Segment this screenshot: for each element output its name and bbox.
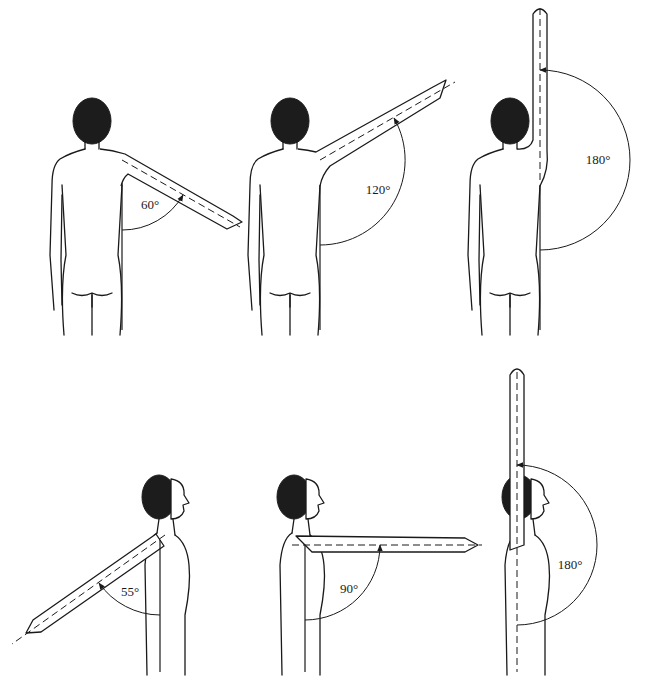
figure-flexion-180 [502,369,597,675]
angle-label: 60° [140,198,160,212]
angle-label: 120° [365,183,392,197]
arm-axis [292,545,482,546]
back-view-body [50,98,122,335]
reference-line [304,545,305,672]
back-view-body [468,98,540,335]
side-view-body [142,475,190,675]
angle-arc [122,195,183,230]
angle-arc [517,465,597,625]
arm-axis [122,160,240,227]
figure-abduction-120 [248,80,455,335]
angle-arc [99,583,160,615]
reference-line [159,540,160,672]
angle-label: 90° [339,582,359,596]
raised-arm [298,80,446,186]
arm [296,536,478,552]
arm-axis [540,6,541,180]
figure-abduction-180 [468,6,630,335]
raised-arm [517,9,547,186]
angle-arc [305,545,380,620]
side-view-body [502,475,550,675]
back-view-body [248,98,320,335]
angle-label: 180° [557,558,584,572]
figure-extension-55 [12,475,190,675]
arm-axis [517,372,518,672]
angle-label: 55° [120,585,140,599]
arm [26,534,164,633]
figure-flexion-90 [277,475,482,675]
angle-label: 180° [585,153,612,167]
angle-arc [540,70,630,250]
angle-arc [320,118,405,245]
arm-axis [12,535,165,644]
raised-arm [100,149,242,229]
arm-axis [320,82,455,160]
figure-abduction-60 [50,98,242,335]
side-view-body [277,475,325,675]
